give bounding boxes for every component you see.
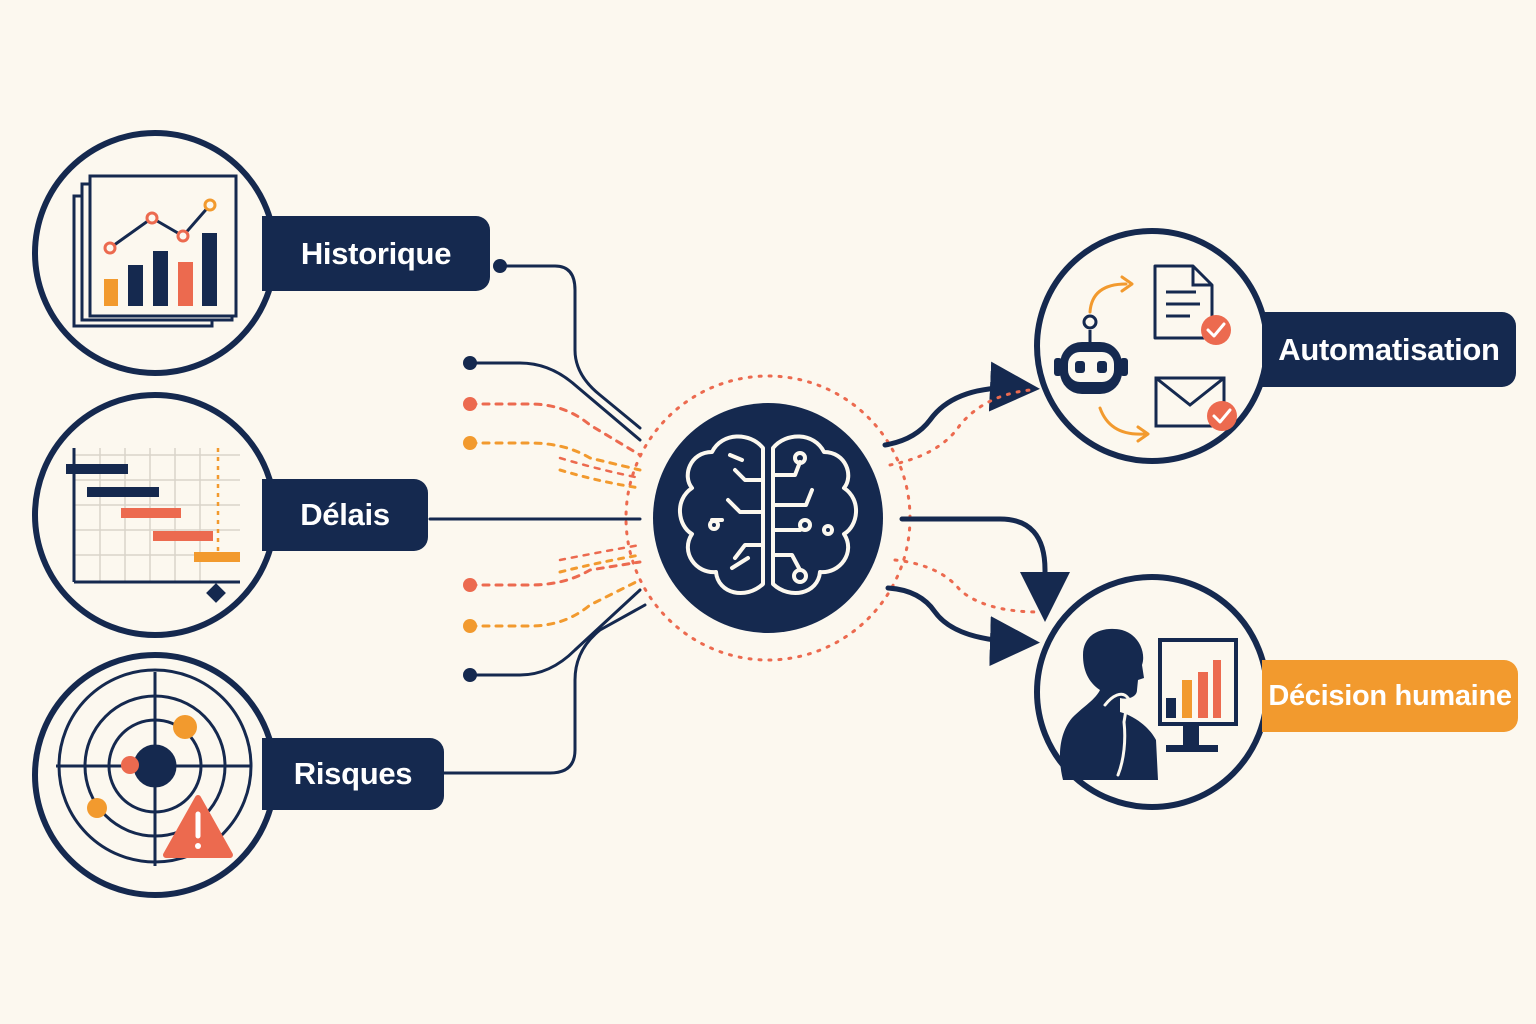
person-thinking-icon — [1059, 628, 1238, 780]
connector-input-3 — [468, 441, 642, 472]
connector-input-5 — [468, 578, 642, 628]
gantt-chart-icon — [66, 448, 240, 603]
connector-input-4 — [468, 560, 642, 587]
connector-risques — [442, 603, 647, 775]
robot-workflow-icon — [1054, 264, 1237, 443]
ai-brain-icon — [677, 434, 859, 595]
connector-input-1 — [468, 361, 642, 442]
connector-to-decision-lower — [885, 585, 1040, 667]
input-connectors — [428, 259, 647, 775]
input-risques-node — [32, 652, 278, 898]
bar-chart-icon — [72, 174, 238, 328]
output-connectors — [882, 361, 1070, 667]
output-decision-node — [1034, 574, 1270, 810]
connector-to-automatisation — [882, 361, 1040, 448]
connector-historique — [498, 264, 642, 430]
connector-to-decision-upper — [899, 516, 1070, 622]
label-automatisation: Automatisation — [1262, 312, 1516, 387]
input-historique-node — [32, 130, 278, 376]
label-historique: Historique — [262, 216, 490, 291]
label-risques: Risques — [262, 738, 444, 810]
ai-brain-node — [653, 403, 883, 633]
input-delais-node — [32, 392, 278, 638]
radar-target-icon — [56, 668, 253, 866]
connector-input-6 — [468, 588, 642, 677]
label-decision-humaine: Décision humaine — [1262, 660, 1518, 732]
label-delais: Délais — [262, 479, 428, 551]
connector-input-2 — [468, 402, 642, 457]
output-automatisation-node — [1034, 228, 1270, 464]
